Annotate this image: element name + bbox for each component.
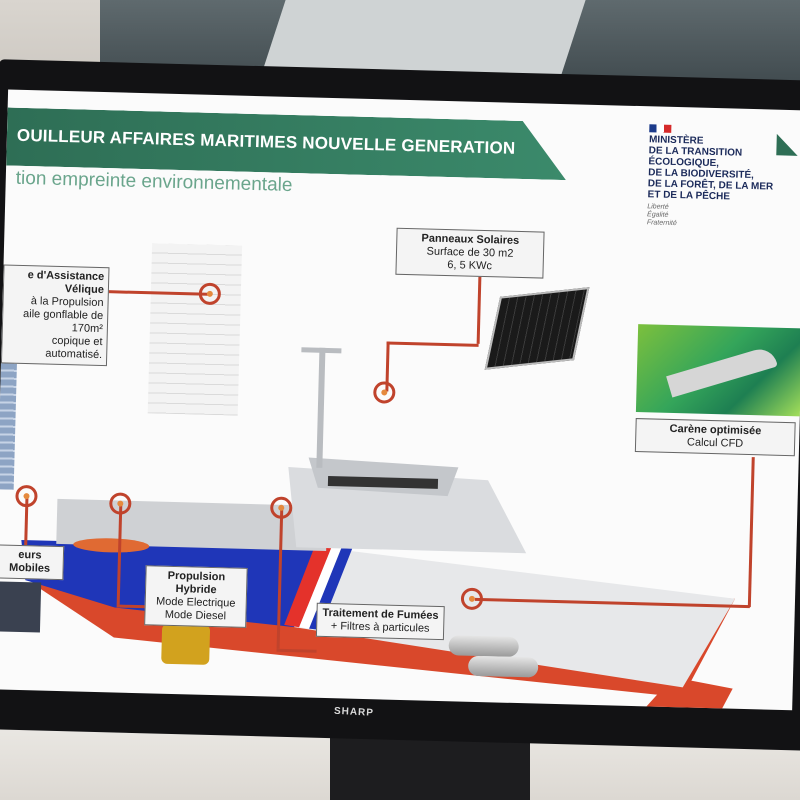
callout-movable: eurs Mobiles bbox=[0, 544, 65, 581]
patrol-vessel-image bbox=[21, 347, 736, 711]
ministry-motto: Liberté Égalité Fraternité bbox=[647, 203, 773, 230]
filter-cylinder bbox=[467, 655, 539, 678]
particle-filter-image bbox=[448, 631, 539, 683]
callout-heading: Propulsion Hybride bbox=[167, 569, 226, 597]
rib-boat bbox=[73, 538, 150, 553]
bulb-bow bbox=[642, 677, 733, 711]
cfd-hull bbox=[666, 345, 778, 398]
callout-solar-panels: Panneaux Solaires Surface de 30 m2 6, 5 … bbox=[395, 227, 545, 279]
callout-sail-assist: e d'Assistance Vélique à la Propulsion a… bbox=[0, 264, 110, 367]
callout-text: copique et automatisé. bbox=[45, 334, 103, 362]
flag-icon bbox=[649, 124, 672, 133]
callout-text: aile gonflable de 170m² bbox=[22, 307, 104, 336]
movable-part-image bbox=[0, 581, 42, 633]
hull-grey-section bbox=[294, 547, 736, 688]
slide-subtitle: tion empreinte environnementale bbox=[15, 167, 293, 196]
tricolor-white-stripe bbox=[299, 548, 342, 629]
partner-logo-icon: ◣ bbox=[776, 127, 798, 159]
tricolor-red-stripe bbox=[284, 547, 332, 628]
callout-text: Mode Electrique bbox=[155, 595, 236, 610]
tv-monitor: OUILLEUR AFFAIRES MARITIMES NOUVELLE GEN… bbox=[0, 59, 800, 751]
callout-hull-optimized: Carène optimisée Calcul CFD bbox=[634, 418, 796, 457]
mast bbox=[316, 347, 326, 468]
engine-image bbox=[161, 623, 211, 665]
cfd-simulation-image bbox=[635, 324, 800, 417]
callout-text: + Filtres à particules bbox=[330, 620, 430, 635]
slide-title: OUILLEUR AFFAIRES MARITIMES NOUVELLE GEN… bbox=[16, 125, 516, 158]
solar-panel-image bbox=[484, 287, 590, 370]
callout-text: 6, 5 KWc bbox=[447, 259, 493, 273]
mast-yard bbox=[301, 347, 342, 354]
ministry-logo: MINISTÈRE DE LA TRANSITION ÉCOLOGIQUE, D… bbox=[647, 124, 775, 230]
callout-fume-treatment: Traitement de Fumées + Filtres à particu… bbox=[315, 602, 445, 641]
slide: OUILLEUR AFFAIRES MARITIMES NOUVELLE GEN… bbox=[0, 89, 800, 711]
callout-text: Mode Diesel bbox=[164, 608, 227, 623]
bridge-windows bbox=[327, 476, 439, 489]
callout-heading: e d'Assistance Vélique bbox=[27, 269, 105, 297]
callout-heading: eurs Mobiles bbox=[8, 548, 51, 575]
callout-text: Calcul CFD bbox=[686, 436, 744, 450]
filter-cylinder bbox=[448, 635, 519, 658]
tv-brand-logo: SHARP bbox=[333, 705, 375, 719]
callout-hybrid-propulsion: Propulsion Hybride Mode Electrique Mode … bbox=[144, 565, 248, 628]
